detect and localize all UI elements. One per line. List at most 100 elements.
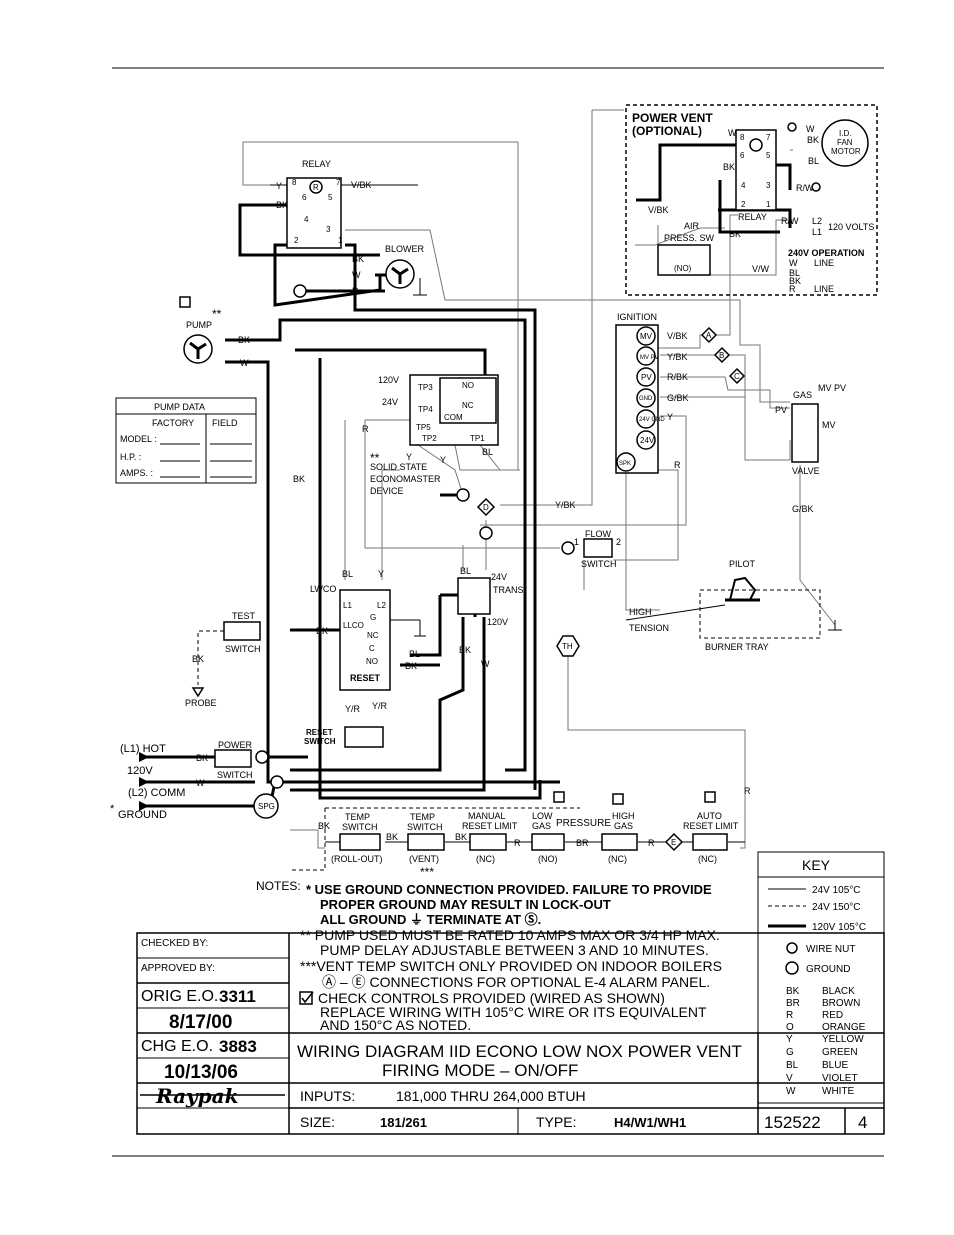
lwco-wire-bk2: BK bbox=[405, 661, 417, 671]
pv-wire-bk: BK bbox=[723, 162, 735, 172]
blower-title: BLOWER bbox=[385, 244, 425, 254]
reset-switch-body bbox=[344, 726, 384, 748]
ignition-wire: V/BK bbox=[667, 331, 688, 341]
blower-wire: BK bbox=[352, 254, 364, 264]
ignition-term: SPK bbox=[619, 461, 631, 467]
note-line: PROPER GROUND MAY RESULT IN LOCK-OUT bbox=[320, 897, 611, 912]
limit-switch-low-gas bbox=[531, 833, 565, 851]
note-line: * USE GROUND CONNECTION PROVIDED. FAILUR… bbox=[306, 882, 712, 897]
pv-relay-pin: 3 bbox=[766, 181, 771, 190]
power-switch-title: POWER bbox=[218, 740, 253, 750]
check-controls-box bbox=[299, 991, 313, 1005]
key-wire-nut: WIRE NUT bbox=[806, 944, 855, 955]
note-line: CHECK CONTROLS PROVIDED (WIRED AS SHOWN) bbox=[318, 990, 665, 1006]
high-tension-label: TENSION bbox=[629, 623, 669, 633]
pv-volts: 120 VOLTS bbox=[828, 222, 874, 232]
gas-valve-mvpv: MV PV bbox=[818, 383, 846, 393]
econo-24v: 24V bbox=[382, 397, 398, 407]
key-color-name: ORANGE bbox=[822, 1022, 866, 1033]
lwco-nc: NC bbox=[367, 631, 379, 640]
orig-eo-number: 3311 bbox=[219, 987, 256, 1006]
key-color-name: BROWN bbox=[822, 998, 860, 1009]
econo-nc: NC bbox=[462, 401, 474, 410]
legend-key: KEY 24V 105°C 24V 150°C 120V 105°C WIRE … bbox=[757, 851, 885, 1104]
lwco: LWCO BL Y L1 L2 LLCO G NC C NO RESET BK … bbox=[310, 569, 426, 691]
wire-nut-icon bbox=[786, 942, 798, 954]
transformer-box bbox=[457, 577, 491, 615]
relay-coil-icon bbox=[309, 180, 323, 194]
key-color-name: VIOLET bbox=[822, 1073, 858, 1084]
raypak-logo: Raypak bbox=[140, 1084, 285, 1108]
alarm-point-e bbox=[664, 832, 684, 852]
ground-note-marker: * bbox=[110, 803, 115, 815]
fan-motor-icon bbox=[821, 119, 869, 167]
limit-wire: R bbox=[514, 838, 521, 848]
alarm-letter: B bbox=[719, 351, 724, 360]
key-color-code: O bbox=[786, 1022, 794, 1033]
key-color-name: YELLOW bbox=[822, 1034, 864, 1045]
key-line-label: 24V 105°C bbox=[812, 885, 860, 896]
power-ground: GROUND bbox=[118, 809, 167, 821]
test-switch: TEST SWITCH BK PROBE bbox=[185, 611, 261, 708]
econo-wire-r: R bbox=[362, 424, 369, 434]
pv-240v-bk: BK bbox=[789, 276, 801, 286]
ignition-wire: G/BK bbox=[667, 393, 689, 403]
wire-nut-icon bbox=[270, 775, 284, 789]
reset-switch: Y/R Y/R RESET SWITCH bbox=[304, 701, 388, 748]
revision: 4 bbox=[858, 1113, 867, 1132]
lwco-wire-y: Y bbox=[378, 569, 384, 579]
reset-switch-wire: Y/R bbox=[372, 701, 388, 711]
key-color-name: BLUE bbox=[822, 1060, 848, 1071]
lwco-c: C bbox=[369, 644, 375, 653]
burner-tray-label: BURNER TRAY bbox=[705, 642, 769, 652]
orig-eo-date: 8/17/00 bbox=[169, 1012, 232, 1033]
air-press-label: AIR bbox=[684, 221, 700, 231]
gas-valve: GAS MV PV PV MV VALVE G/BK bbox=[775, 383, 846, 514]
pv-240v-line: LINE bbox=[814, 258, 834, 268]
limit-label: SWITCH bbox=[342, 822, 378, 832]
limit-switch-rollout bbox=[339, 833, 381, 851]
power-vent-relay-coil-icon bbox=[749, 138, 763, 152]
line-voltage-wiring bbox=[140, 143, 792, 807]
relay-box bbox=[286, 177, 342, 249]
power-wire-w: W bbox=[196, 778, 205, 788]
pump-data-row: AMPS. : bbox=[120, 468, 153, 478]
ignition-wire: R/BK bbox=[667, 372, 688, 382]
econo-wire-y2: Y bbox=[440, 455, 446, 465]
diagram-title: WIRING DIAGRAM IID ECONO LOW NOX POWER V… bbox=[297, 1042, 742, 1061]
pv-240v-line: LINE bbox=[814, 284, 834, 294]
thermostat: TH bbox=[556, 635, 580, 657]
limit-state: (NC) bbox=[608, 854, 627, 864]
pv-l1: L1 bbox=[812, 227, 822, 237]
diagram-subtitle: FIRING MODE – ON/OFF bbox=[382, 1061, 578, 1080]
limit-switch-manual-reset bbox=[469, 833, 507, 851]
key-color-code: R bbox=[786, 1010, 793, 1021]
transformer: 24V TRANS 120V BL BK W bbox=[457, 526, 524, 669]
air-pressure-switch bbox=[657, 244, 711, 276]
alarm-letter: C bbox=[734, 372, 740, 381]
pump-wire: W bbox=[240, 358, 249, 368]
gas-valve-mv: MV bbox=[822, 420, 836, 430]
pv-motor-w: W bbox=[806, 124, 815, 134]
relay-title: RELAY bbox=[302, 159, 331, 169]
wire-nut-icon bbox=[561, 541, 575, 555]
econo-com: COM bbox=[444, 413, 463, 422]
note-line: AND 150°C AS NOTED. bbox=[320, 1017, 471, 1033]
relay-pin: 2 bbox=[294, 236, 299, 245]
relay-pin: 1 bbox=[338, 236, 343, 245]
pv-relay-pin: 2 bbox=[741, 200, 746, 209]
raypak-logo-text: Raypak bbox=[155, 1084, 238, 1108]
ignition-term: MV bbox=[640, 332, 653, 341]
ignition-module: IGNITION MV MV PV PV GND 24V GND 24V SPK… bbox=[615, 312, 746, 474]
power-switch-body bbox=[214, 749, 252, 768]
limit-switch-auto-reset bbox=[692, 833, 728, 851]
arrow-icon bbox=[139, 752, 149, 762]
test-switch-wire: BK bbox=[192, 654, 204, 664]
fan-motor-label: FAN bbox=[837, 138, 853, 147]
thermostat-label: TH bbox=[562, 642, 573, 651]
pump-data-title: PUMP DATA bbox=[154, 402, 205, 412]
test-switch-title: TEST bbox=[232, 611, 256, 621]
lwco-l2: L2 bbox=[377, 601, 386, 610]
lwco-wire-bl2: BL bbox=[409, 649, 420, 659]
